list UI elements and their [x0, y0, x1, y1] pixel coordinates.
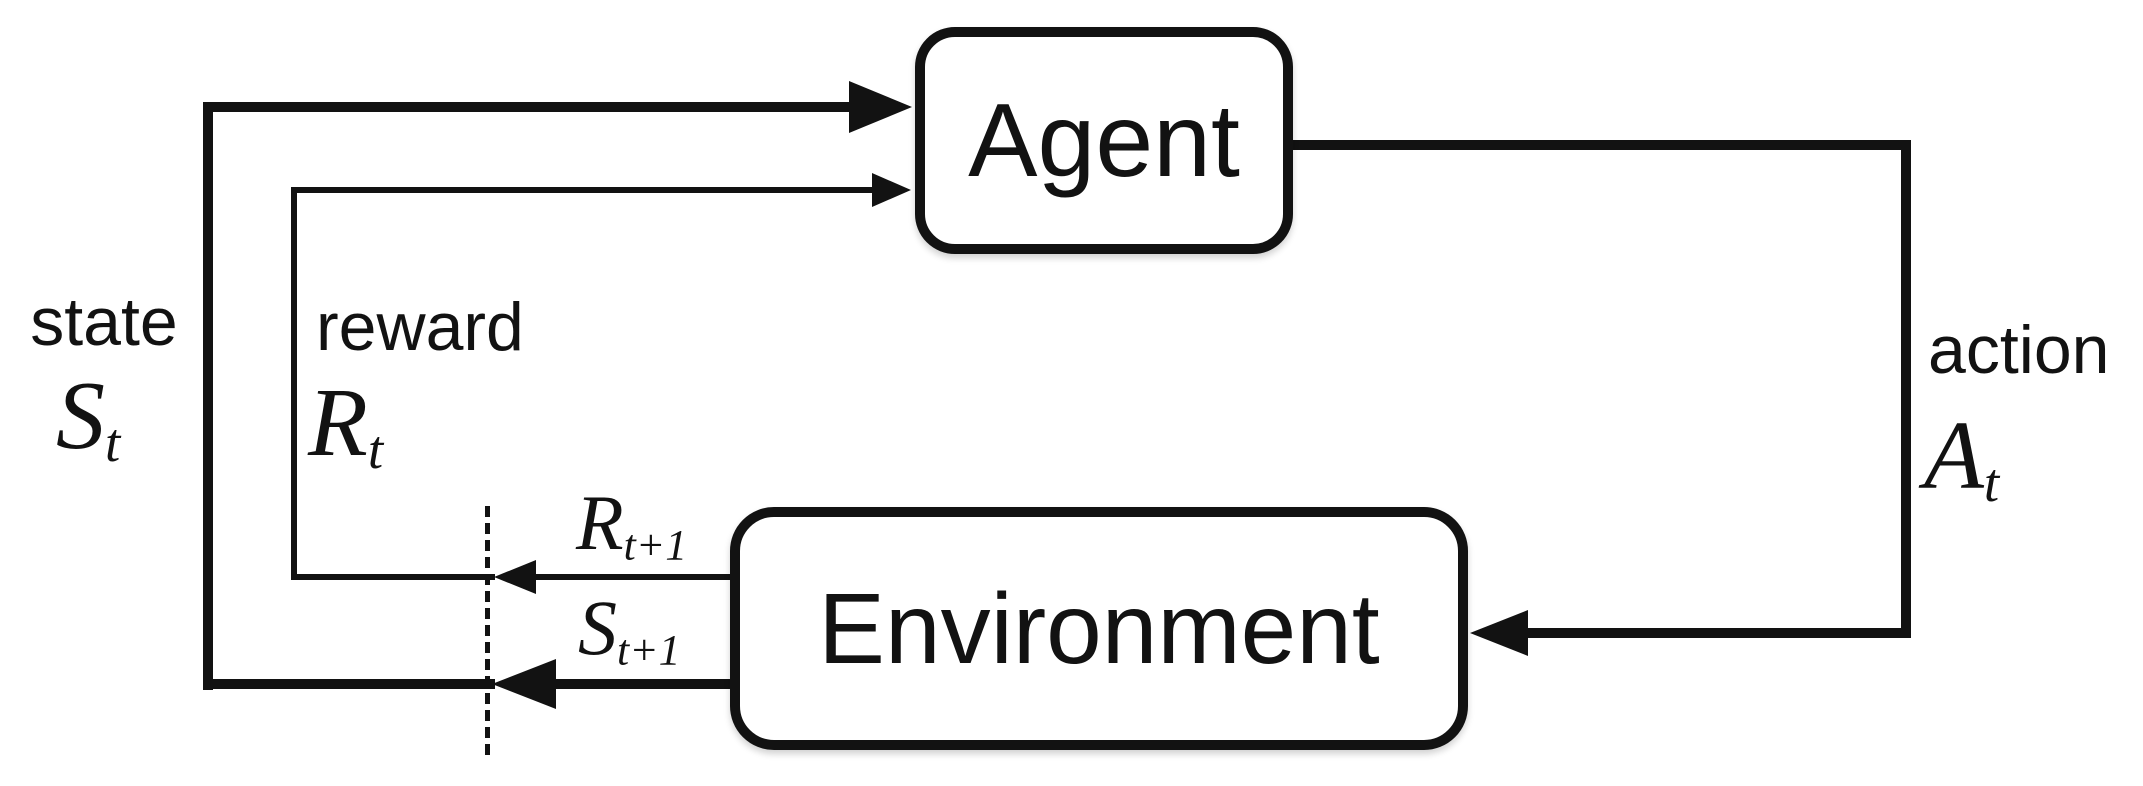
action-symbol-sub: t: [1983, 452, 2000, 514]
action-symbol: At: [1924, 407, 1999, 510]
reward-line-top: [291, 187, 877, 193]
state-symbol-sub: t: [105, 412, 121, 474]
agent-box: Agent: [915, 27, 1293, 254]
action-line-bottom: [1524, 628, 1911, 638]
state-word-label: state: [30, 284, 178, 360]
next-reward-symbol: Rt+1: [576, 484, 687, 568]
reward-arrowhead: [872, 173, 911, 207]
next-state-line: [550, 679, 735, 689]
reward-line-vertical: [291, 187, 297, 580]
reward-symbol: Rt: [308, 374, 383, 477]
reward-line-bottom: [291, 574, 495, 580]
action-line-top: [1285, 140, 1911, 150]
state-symbol-main: S: [56, 362, 105, 470]
next-reward-line: [532, 574, 735, 580]
next-state-arrowhead: [492, 659, 556, 709]
state-arrowhead: [849, 81, 912, 133]
reward-word-label: reward: [316, 289, 524, 365]
reward-symbol-main: R: [308, 369, 368, 477]
state-line-bottom: [203, 679, 495, 689]
reward-symbol-sub: t: [367, 419, 384, 481]
state-line-top: [203, 102, 855, 112]
next-reward-symbol-main: R: [576, 479, 624, 566]
state-symbol: St: [56, 367, 120, 470]
next-reward-symbol-sub: t+1: [623, 521, 688, 570]
time-boundary-dashed-line: [485, 506, 490, 759]
next-state-symbol-sub: t+1: [617, 626, 681, 675]
agent-label: Agent: [968, 82, 1240, 199]
action-word-label: action: [1928, 312, 2110, 388]
environment-label: Environment: [818, 572, 1380, 685]
state-line-vertical: [203, 102, 213, 690]
next-state-symbol-main: S: [578, 584, 617, 671]
next-state-symbol: St+1: [578, 589, 680, 673]
action-symbol-main: A: [1924, 402, 1984, 510]
next-reward-arrowhead: [494, 560, 536, 594]
environment-box: Environment: [730, 507, 1468, 750]
action-arrowhead: [1470, 610, 1528, 656]
action-line-vertical: [1901, 140, 1911, 638]
